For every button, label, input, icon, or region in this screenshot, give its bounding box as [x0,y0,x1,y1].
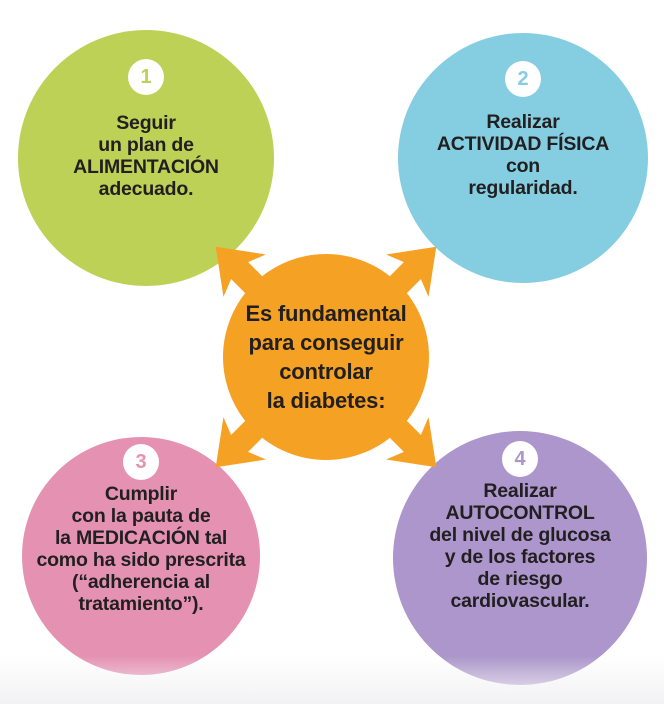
arrow-to-step-4-icon [368,399,437,468]
step-text-3: Cumplir con la pauta de la MEDICACIÓN ta… [36,483,246,615]
step-text-2: Realizar ACTIVIDAD FÍSICA con regularida… [436,111,610,199]
step-text-1: Seguir un plan de ALIMENTACIÓN adecuado. [73,112,219,200]
step-number-badge-2: 2 [505,61,541,97]
step-number-badge-3: 3 [123,444,159,480]
step-text-4: Realizar AUTOCONTROL del nivel de glucos… [429,480,611,612]
step-circle-actividad-fisica: 2 Realizar ACTIVIDAD FÍSICA con regulari… [398,33,648,283]
step-number-badge-4: 4 [502,441,538,477]
arrow-to-step-2-icon [368,246,437,315]
step-circle-alimentacion: 1 Seguir un plan de ALIMENTACIÓN adecuad… [18,30,274,286]
step-circle-autocontrol: 4 Realizar AUTOCONTROL del nivel de gluc… [393,431,647,685]
center-hub-graphic [215,246,437,468]
step-circle-medicacion: 3 Cumplir con la pauta de la MEDICACIÓN … [22,437,260,675]
arrow-to-step-1-icon [215,246,284,315]
step-number-badge-1: 1 [128,59,164,95]
arrow-to-step-3-icon [215,399,284,468]
center-text: Es fundamental para conseguir controlar … [245,301,407,413]
